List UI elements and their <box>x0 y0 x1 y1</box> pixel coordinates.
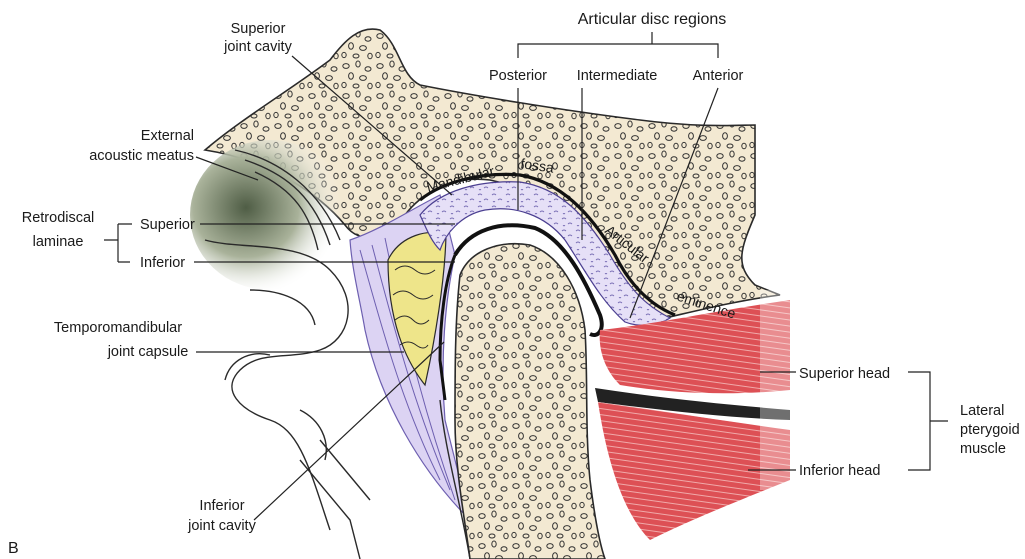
bracket-lateral-pterygoid <box>908 372 948 470</box>
tympanic-outline-2 <box>225 290 326 460</box>
label-anterior: Anterior <box>693 68 744 84</box>
label-superior-head: Superior head <box>799 366 890 382</box>
mandibular-condyle <box>455 244 605 559</box>
bracket-retrodiscal <box>104 224 132 262</box>
bracket-disc-regions <box>518 32 718 58</box>
label-superior: Superior <box>140 217 195 233</box>
label-inferior-head: Inferior head <box>799 463 880 479</box>
label-lateral-2: pterygoid <box>960 422 1020 438</box>
label-retrodiscal-1: Retrodiscal <box>22 210 95 226</box>
label-posterior: Posterior <box>489 68 547 84</box>
label-retrodiscal-2: laminae <box>33 234 84 250</box>
label-inferior: Inferior <box>140 255 185 271</box>
label-superior-joint-cavity-1: Superior <box>231 21 286 37</box>
muscle-fade <box>760 290 800 490</box>
label-external-2: acoustic meatus <box>89 148 194 164</box>
label-superior-joint-cavity-2: joint cavity <box>223 39 292 55</box>
label-external-1: External <box>141 128 194 144</box>
label-lateral-3: muscle <box>960 441 1006 457</box>
label-intermediate: Intermediate <box>577 68 658 84</box>
figure-letter: B <box>8 540 19 557</box>
styloid-outline <box>300 440 370 559</box>
label-inferior-joint-cavity-1: Inferior <box>199 498 244 514</box>
label-lateral-1: Lateral <box>960 403 1004 419</box>
label-tmj-capsule-1: Temporomandibular <box>54 320 182 336</box>
label-articular-disc-regions: Articular disc regions <box>578 11 727 28</box>
label-tmj-capsule-2: joint capsule <box>107 344 189 360</box>
label-inferior-joint-cavity-2: joint cavity <box>187 518 256 534</box>
